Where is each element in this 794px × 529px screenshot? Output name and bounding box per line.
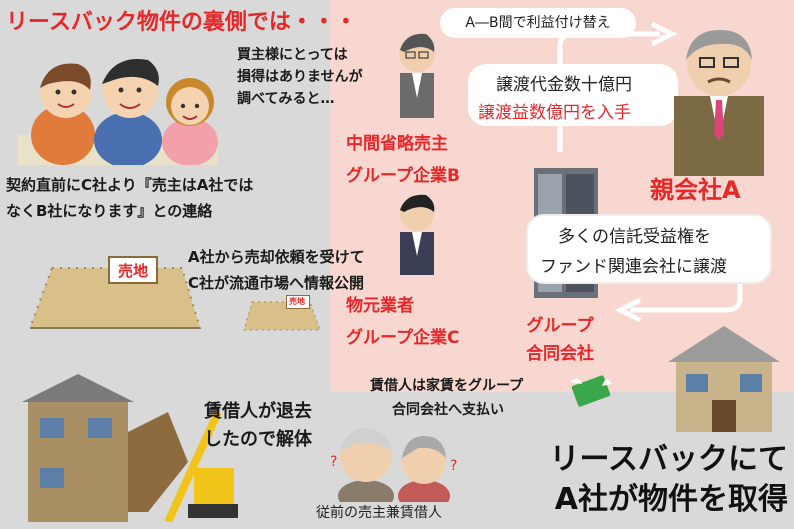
businessman-c-illustration [400,194,435,275]
parent-company-label: 親会社A [650,176,741,204]
trust-transfer-bubble: 多くの信託受益権を ファンド関連会社に譲渡 [526,214,772,284]
page-title: リースバック物件の裏側では・・・ [6,10,357,35]
former-owner-couple-illustration: ? ? [330,428,457,502]
small-land-sign: 売地 [286,295,310,309]
small-land-illustration [243,301,321,331]
buyer-note: 買主様にとっては 損得はありませんが 調べてみると… [237,47,363,107]
businessman-b-illustration [399,33,435,118]
demolished-house-illustration [22,374,238,522]
flow-arrow-bottom [614,258,743,323]
buyer-family-illustration [18,59,218,165]
svg-text:?: ? [450,458,457,474]
contract-notice: 契約直前にC社より『売主はA社では なくB社になります』との連絡 [6,176,254,220]
flow-arrow-top [557,21,678,152]
demolish-note: 賃借人が退去 したので解体 [204,401,312,450]
leaseback-house-illustration [668,326,780,432]
parent-company-man-illustration [674,30,764,176]
group-b-label: 中間省略売主 グループ企業B [346,134,460,186]
money-icon [570,375,612,407]
svg-text:?: ? [330,454,337,470]
group-c-label: 物元業者 グループ企業C [346,296,460,348]
leaseback-headline: リースバックにて A社が物件を取得 [549,442,789,517]
transfer-bubble: 譲渡代金数十億円 譲渡益数億円を入手 [468,64,678,126]
group-llc-label: グループ 合同会社 [526,316,594,364]
land-sign: 売地 [108,256,158,284]
sale-request-note: A社から売却依頼を受けて C社が流通市場へ情報公開 [188,248,365,292]
rent-payment-note: 賃借人は家賃をグループ 合同会社へ支払い [370,378,524,418]
former-owner-label: 従前の売主兼賃借人 [316,505,442,521]
